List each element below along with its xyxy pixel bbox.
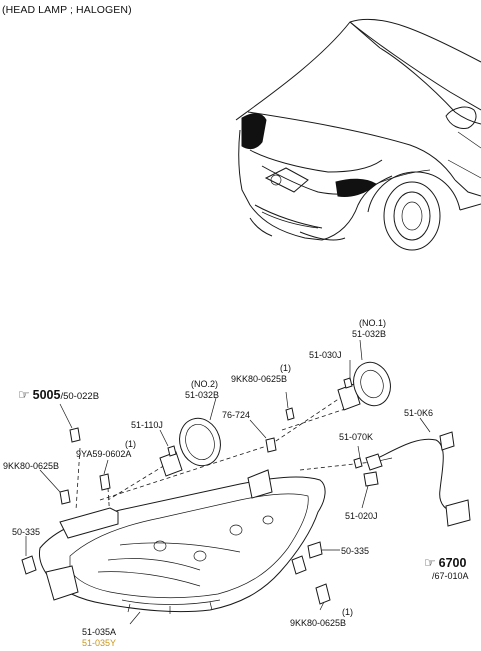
label-51-032b-no2: 51-032B bbox=[185, 390, 220, 400]
cross-reference-5005[interactable]: ☞ 5005/50-022B bbox=[18, 388, 99, 402]
vehicle-overview-drawing bbox=[235, 18, 481, 251]
label-qty-left: (1) bbox=[125, 439, 136, 449]
label-51-035y-highlighted: 51-035Y bbox=[82, 638, 117, 648]
label-51-110j: 51-110J bbox=[131, 420, 163, 430]
label-qty-lower: (1) bbox=[342, 607, 353, 617]
diagram-title: (HEAD LAMP ; HALOGEN) bbox=[2, 4, 132, 16]
screw-marks bbox=[21, 407, 331, 605]
ref-5005-sub: /50-022B bbox=[60, 391, 100, 402]
ref-6700-main: 6700 bbox=[438, 556, 467, 570]
label-51-070k: 51-070K bbox=[339, 432, 374, 442]
label-51-020j: 51-020J bbox=[345, 511, 378, 521]
cross-reference-6700[interactable]: ☞ 6700 bbox=[424, 556, 466, 570]
pointing-hand-icon: ☞ bbox=[424, 555, 436, 570]
label-no1: (NO.1) bbox=[359, 318, 386, 328]
pointing-hand-icon: ☞ bbox=[18, 387, 30, 402]
label-9kk80-lower: 9KK80-0625B bbox=[290, 618, 347, 628]
label-51-0k6: 51-0K6 bbox=[404, 408, 434, 418]
label-51-035a: 51-035A bbox=[82, 627, 117, 637]
label-51-032b-no1: 51-032B bbox=[352, 329, 387, 339]
ref-5005-main: 5005 bbox=[32, 388, 61, 402]
label-51-030j: 51-030J bbox=[309, 350, 342, 360]
label-50-335-right: 50-335 bbox=[341, 546, 370, 556]
label-50-335-left: 50-335 bbox=[12, 527, 41, 537]
label-9kk80-upper: 9KK80-0625B bbox=[231, 374, 288, 384]
label-9kk80-left: 9KK80-0625B bbox=[3, 461, 60, 471]
label-no2: (NO.2) bbox=[191, 379, 218, 389]
label-qty-upper: (1) bbox=[280, 363, 291, 373]
label-76-724: 76-724 bbox=[222, 410, 251, 420]
label-9ya59: 9YA59-0602A bbox=[76, 449, 132, 459]
headlamp-assembly-drawing bbox=[21, 339, 471, 625]
ref-6700-sub: /67-010A bbox=[432, 571, 469, 581]
